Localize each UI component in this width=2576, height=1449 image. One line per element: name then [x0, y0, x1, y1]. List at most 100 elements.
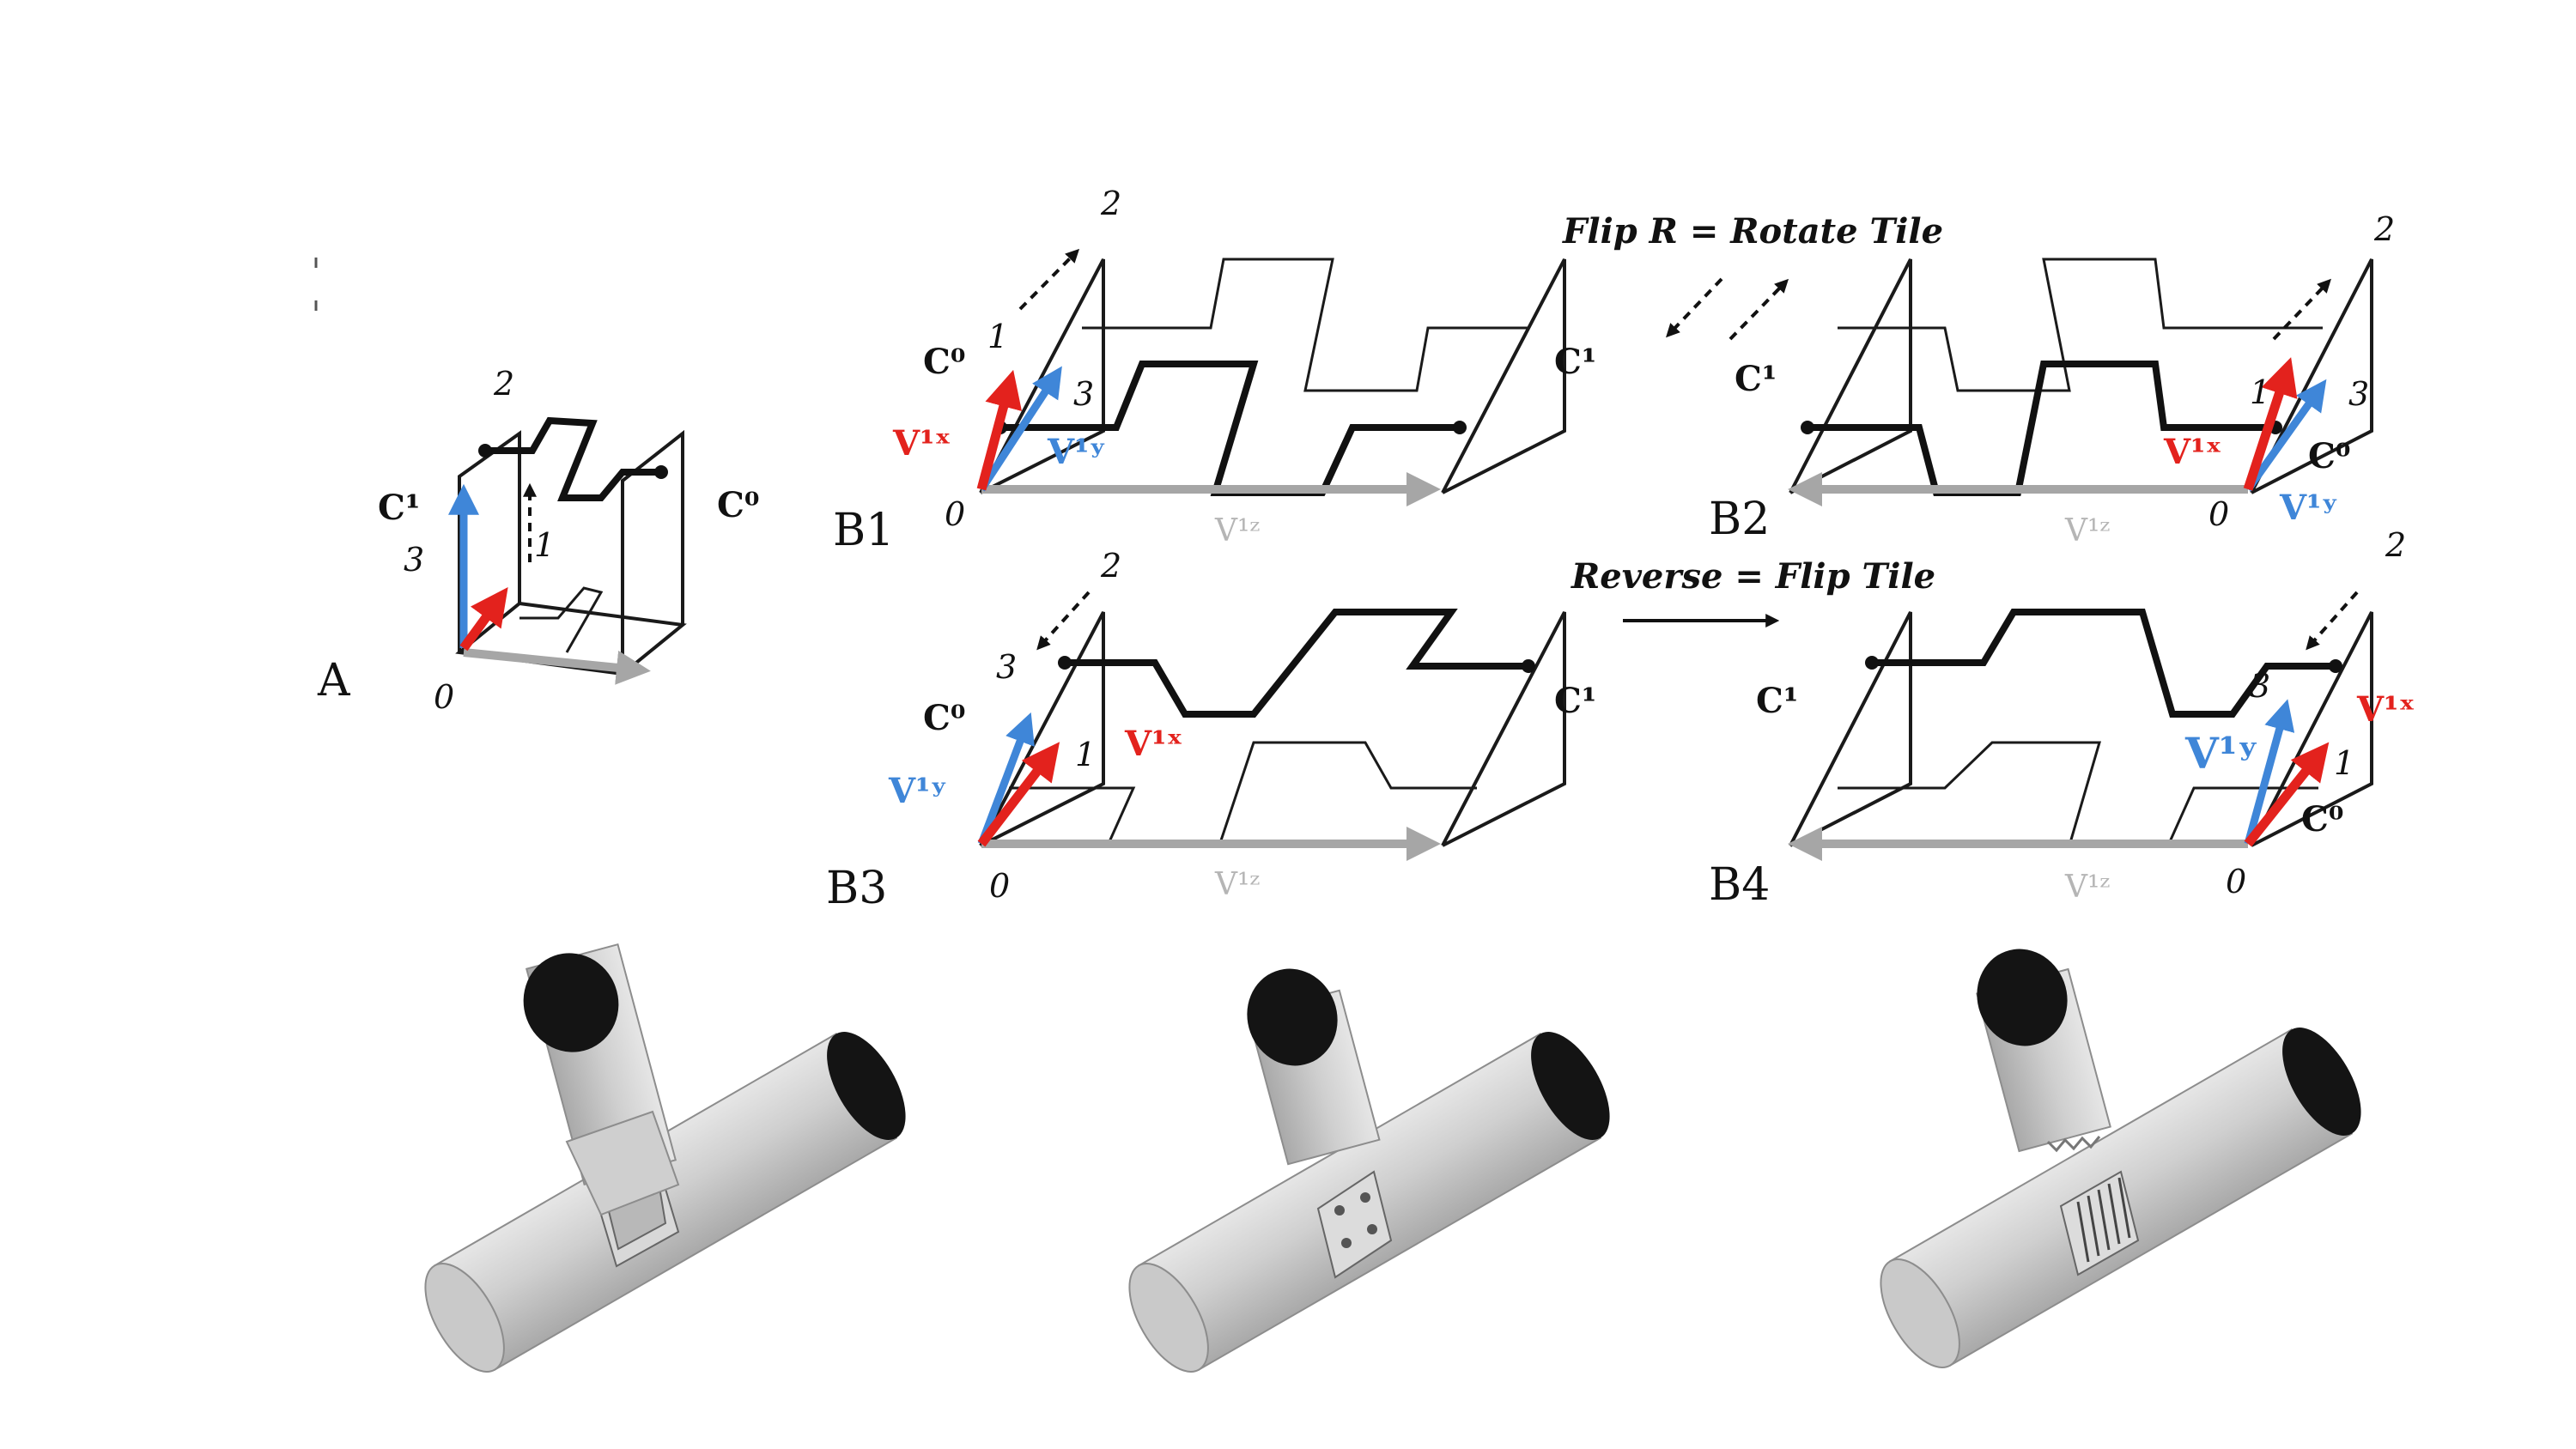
- v1y-arrow: [977, 712, 1035, 846]
- branch-cap: [523, 953, 619, 1052]
- node-dot: [1058, 656, 1072, 670]
- label-1: 1: [987, 318, 1008, 355]
- label-2: 2: [1100, 185, 1121, 222]
- tile-frame-b3-right: [1441, 611, 1566, 847]
- label-c1: C¹: [378, 488, 420, 528]
- v1z-arrow: [463, 648, 651, 685]
- label-v1x: V¹ˣ: [2356, 689, 2415, 730]
- flip-r-label: Flip R = Rotate Tile: [1562, 211, 1943, 252]
- flip-arrow-left: [1666, 277, 1723, 338]
- label-v1y: V¹ʸ: [2279, 488, 2338, 528]
- label-1: 1: [2334, 744, 2354, 782]
- tile-path-b4-back: [1838, 741, 2318, 847]
- label-1: 1: [2250, 373, 2270, 411]
- label-v1z: V¹ᶻ: [1214, 513, 1260, 549]
- node-dot: [1522, 659, 1535, 673]
- panel-a: C¹ C⁰ 3 1 2 0 A: [317, 365, 759, 716]
- label-v1x: V¹ˣ: [892, 423, 951, 464]
- panel-caption: A: [317, 655, 351, 706]
- dashed-arrow-2: [1036, 591, 1091, 651]
- dashed-arrow-2: [1018, 248, 1080, 311]
- pipe-cap: [827, 1032, 906, 1140]
- pipe-cap: [2282, 1028, 2361, 1136]
- panel-b3: C⁰ C¹ 1 2 3 V¹ˣ V¹ʸ V¹ᶻ 0 B3: [826, 547, 1596, 914]
- pipe-end: [1880, 1258, 1960, 1368]
- v1x-arrow: [977, 742, 1060, 847]
- tile-path-b4-front: [1872, 609, 2336, 718]
- label-v1y: V¹ʸ: [888, 771, 947, 811]
- panel-caption: B2: [1709, 494, 1770, 545]
- tile-frame-b2-right: [2250, 258, 2373, 494]
- label-v1x: V¹ˣ: [2163, 432, 2222, 472]
- label-c0: C⁰: [923, 698, 965, 738]
- tile-frame-b4-right: [2250, 611, 2373, 847]
- tile-path-b1-back: [1082, 258, 1528, 392]
- label-v1z: V¹ᶻ: [2064, 870, 2110, 905]
- label-v1y: V¹ʸ: [2184, 728, 2258, 779]
- v1x-arrow: [459, 586, 508, 652]
- label-3: 3: [2250, 667, 2270, 705]
- origin-label: 0: [989, 867, 1010, 905]
- label-3: 3: [996, 648, 1017, 686]
- bolt-hole: [1341, 1238, 1352, 1248]
- label-c1: C¹: [1756, 681, 1798, 721]
- label-1: 1: [1075, 736, 1096, 773]
- pipe-end: [1128, 1263, 1209, 1373]
- label-c0: C⁰: [2308, 436, 2350, 476]
- origin-label: 0: [945, 495, 965, 533]
- v1y-arrow: [2244, 699, 2295, 846]
- panel-b1: C⁰ C¹ 1 2 3 V¹ˣ V¹ʸ V¹ᶻ 0 B1: [833, 185, 1596, 556]
- tile-path-a-lower: [519, 586, 604, 653]
- node-dot: [654, 465, 668, 479]
- flip-arrow-right: [1728, 278, 1789, 341]
- v1y-arrow: [2245, 379, 2327, 492]
- tile-path-b3-back: [1009, 741, 1477, 847]
- label-2: 2: [2373, 210, 2395, 248]
- label-3: 3: [1073, 375, 1094, 413]
- origin-label: 0: [434, 678, 454, 716]
- label-2: 2: [2385, 526, 2406, 564]
- label-v1z: V¹ᶻ: [1214, 867, 1260, 902]
- tile-path-b1-front: [1000, 361, 1460, 496]
- label-1: 1: [534, 526, 555, 564]
- panel-b4: C¹ C⁰ 1 2 3 V¹ˣ V¹ʸ V¹ᶻ 0 B4: [1709, 526, 2415, 911]
- label-c0: C⁰: [923, 342, 965, 382]
- node-dot: [1453, 421, 1467, 434]
- bolt-hole: [1367, 1224, 1377, 1234]
- label-2: 2: [493, 365, 514, 403]
- tile-path-b3-front: [1065, 609, 1528, 718]
- node-dot: [478, 444, 492, 458]
- render-tab-insert: [424, 943, 906, 1373]
- tile-path-b2-front: [1807, 361, 2275, 496]
- origin-label: 0: [2226, 863, 2246, 900]
- joint-plate: [2059, 1170, 2140, 1276]
- transform-annotations: Flip R = Rotate Tile Reverse = Flip Tile: [1562, 211, 1943, 627]
- label-c1: C¹: [1735, 359, 1777, 399]
- label-v1x: V¹ˣ: [1124, 724, 1183, 764]
- bolt-hole: [1360, 1192, 1370, 1203]
- joint-plate: [1316, 1170, 1393, 1279]
- tile-frame-b3-left: [979, 611, 1105, 847]
- branch-teeth: [2046, 1136, 2101, 1153]
- branch-cap: [1977, 949, 2068, 1046]
- dashed-arrow-2: [2272, 278, 2331, 341]
- label-v1y: V¹ʸ: [1047, 432, 1106, 472]
- origin-label: 0: [2208, 495, 2229, 533]
- label-c1: C¹: [1554, 342, 1596, 382]
- node-dot: [1865, 656, 1879, 670]
- tile-frame-b2-left: [1789, 258, 1912, 494]
- branch-cap: [1247, 968, 1338, 1066]
- v1x-arrow: [976, 369, 1023, 491]
- panel-b2: C¹ C⁰ 1 2 3 V¹ˣ V¹ʸ V¹ᶻ 0 B2: [1709, 210, 2395, 549]
- panel-caption: B1: [833, 505, 894, 556]
- label-3: 3: [404, 541, 424, 579]
- tile-path-a-upper: [485, 416, 661, 501]
- v1x-arrow: [2244, 742, 2330, 847]
- label-2: 2: [1100, 547, 1121, 585]
- reverse-label: Reverse = Flip Tile: [1571, 556, 1935, 597]
- panel-caption: B4: [1709, 859, 1770, 911]
- pipe-cap: [1531, 1032, 1610, 1140]
- label-v1z: V¹ᶻ: [2064, 513, 2110, 549]
- label-3: 3: [2348, 375, 2369, 413]
